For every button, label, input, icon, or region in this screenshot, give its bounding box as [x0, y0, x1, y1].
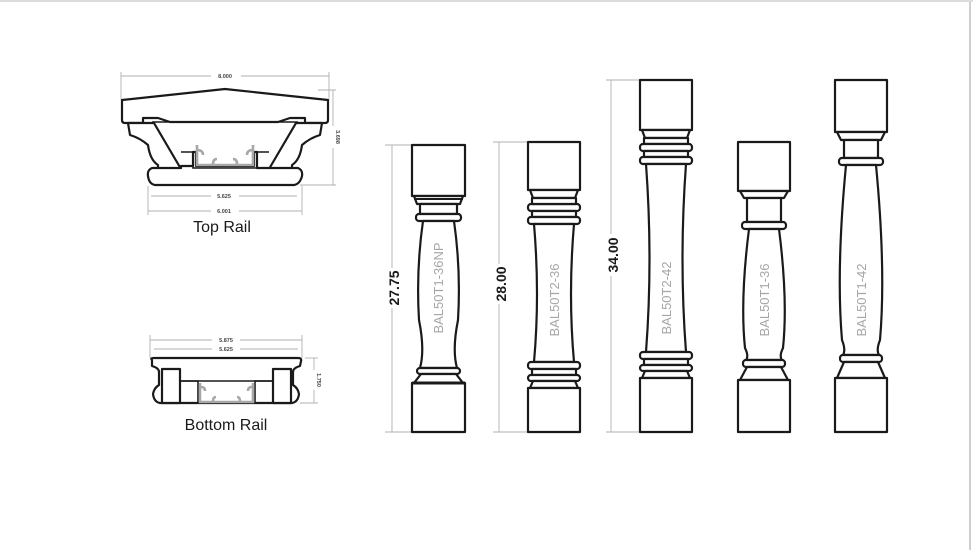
window-top-border	[0, 0, 973, 2]
baluster-5-model-label: BAL50T1-42	[854, 264, 869, 337]
baluster-bal50t2-42: 34.00 BAL50T2-42	[605, 78, 694, 434]
bottom-rail-height-dim: 1.750	[315, 373, 321, 387]
baluster-bal50t1-36np: 27.75 BAL50T1-36NP	[385, 143, 467, 434]
baluster-bal50t1-36: BAL50T1-36	[736, 140, 792, 434]
top-rail-caption: Top Rail	[193, 219, 251, 236]
bottom-rail-caption: Bottom Rail	[185, 417, 268, 434]
baluster-1-height-label: 27.75	[386, 270, 402, 305]
baluster-2-height-label: 28.00	[493, 266, 509, 301]
baluster-2-model-label: BAL50T2-36	[547, 264, 562, 337]
bottom-rail-inner-width-dim: 5.625	[219, 347, 233, 353]
top-rail-height-dim: 3.698	[334, 130, 340, 144]
bottom-rail-width-dim: 5.875	[219, 338, 233, 344]
baluster-4-model-label: BAL50T1-36	[757, 264, 772, 337]
baluster-bal50t2-36: 28.00 BAL50T2-36	[493, 140, 582, 434]
window-right-border	[969, 2, 971, 550]
baluster-3-height-label: 34.00	[605, 237, 621, 272]
baluster-1-model-label: BAL50T1-36NP	[431, 242, 446, 333]
baluster-bal50t1-42: BAL50T1-42	[833, 78, 889, 434]
top-rail-width-dim: 8.000	[218, 74, 232, 80]
top-rail-base-width-dim: 6.001	[217, 209, 231, 215]
baluster-3-model-label: BAL50T2-42	[659, 262, 674, 335]
bottom-rail-drawing: 5.875 5.625 1.750 Bottom Rail	[149, 335, 321, 434]
top-rail-inner-width-dim: 5.625	[217, 194, 231, 200]
top-rail-drawing: 8.000 3.698 5.625 6.001 Top Ra	[120, 72, 340, 236]
